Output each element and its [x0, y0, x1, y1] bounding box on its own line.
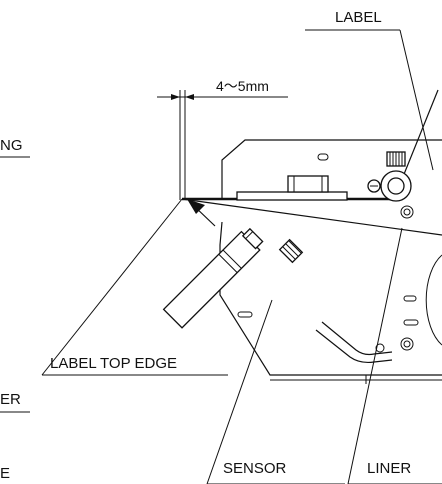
sensor-cable-b: [315, 329, 393, 364]
guide-plate: [236, 191, 348, 201]
label-path: [181, 89, 442, 236]
sensor-cable-a: [321, 321, 393, 356]
left-cut-labels: NG ER E: [0, 137, 30, 482]
sensor-screw-knurl: [282, 240, 302, 260]
cut-label-1: NG: [0, 137, 23, 154]
top-edge-arrow-head: [187, 199, 205, 214]
liner-strip: [181, 198, 442, 236]
sensor-text: SENSOR: [223, 460, 287, 477]
liner-callout: LINER: [347, 227, 442, 484]
top-edge-arrow: [187, 199, 216, 227]
sensor-head-line: [245, 231, 254, 240]
roller-knob-knurl: [389, 152, 403, 166]
slot-top: [317, 153, 329, 161]
bracket-lower-outline: [219, 221, 442, 376]
sensor-body: [162, 230, 261, 329]
sensor-band-1: [222, 249, 242, 269]
label-roller-inner: [387, 177, 405, 195]
sensor-callout: SENSOR: [206, 299, 345, 484]
sensor-head: [241, 227, 264, 250]
guide-block: [287, 175, 329, 193]
dimension-text: 4～5mm: [216, 78, 269, 94]
label-leader: [399, 29, 434, 171]
hole-upper-inner: [403, 208, 411, 216]
dimension-marker: 4～5mm: [157, 78, 288, 200]
sensor-screw-head: [278, 238, 304, 264]
round-cutout: [425, 254, 442, 346]
label-top-edge-leader: [41, 198, 183, 376]
hole-small: [375, 343, 385, 353]
hole-lower-inner: [403, 340, 411, 348]
sensor-screw: [278, 238, 304, 264]
sensor-leader: [206, 299, 273, 484]
cut-label-3: E: [0, 465, 10, 482]
bracket-top-outline: [221, 139, 442, 198]
dimension-arrow-right: [185, 94, 194, 100]
printer-bracket: [219, 139, 442, 384]
liner-text: LINER: [367, 460, 411, 477]
slot-right: [403, 319, 419, 326]
hole-upper: [400, 205, 414, 219]
slot-right-upper: [403, 295, 417, 302]
slot-left: [237, 311, 253, 318]
label-text: LABEL: [335, 9, 382, 26]
cut-label-2: ER: [0, 391, 21, 408]
sensor-band-2: [218, 253, 238, 273]
hole-lower: [400, 337, 414, 351]
dimension-arrow-left: [171, 94, 180, 100]
label-callout: LABEL: [305, 9, 434, 171]
label-top-edge-text: LABEL TOP EDGE: [50, 355, 177, 372]
sensor-assembly: [162, 227, 393, 364]
label-top-edge-callout: LABEL TOP EDGE: [41, 198, 228, 376]
liner-leader: [347, 227, 403, 484]
